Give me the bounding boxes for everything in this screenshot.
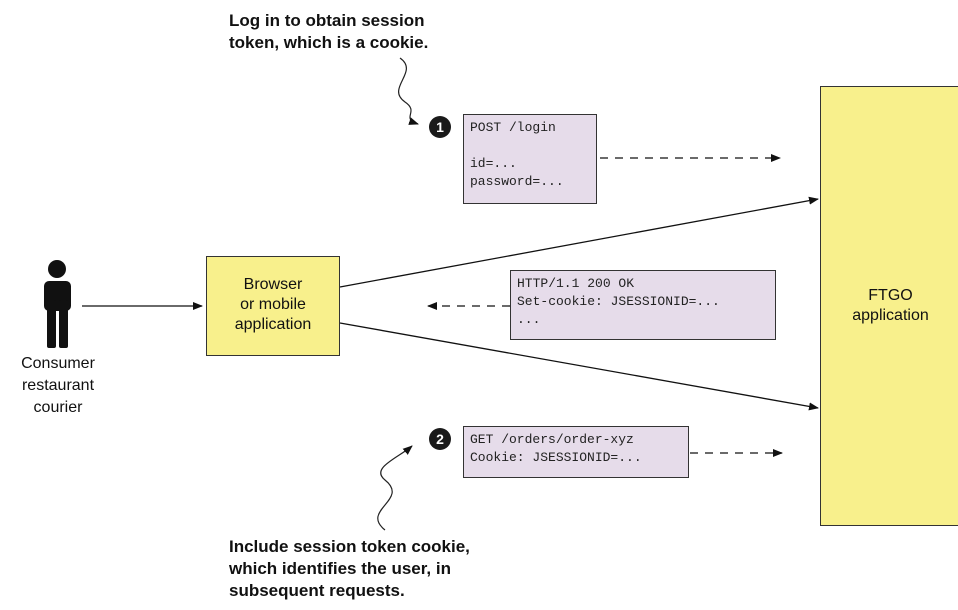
- login-request-arrow: [339, 196, 819, 288]
- server-label-line: FTGO: [868, 287, 913, 304]
- message-line: GET /orders/order-xyz: [470, 432, 634, 447]
- step-badge-2: 2: [429, 428, 451, 450]
- client-label-line: application: [234, 316, 312, 333]
- orders-request-message: GET /orders/order-xyz Cookie: JSESSIONID…: [463, 426, 689, 478]
- message-line: Set-cookie: JSESSIONID=...: [517, 294, 720, 309]
- actor-label-line: courier: [33, 399, 83, 416]
- message-line: id=...: [470, 156, 517, 171]
- ftgo-app-box: FTGO application: [820, 86, 958, 526]
- client-label-line: Browser: [243, 276, 303, 293]
- callout-login: Log in to obtain session token, which is…: [229, 10, 428, 54]
- person-icon: [44, 260, 71, 348]
- callout-line: token, which is a cookie.: [229, 33, 429, 52]
- message-line: ...: [517, 312, 541, 327]
- callout-line: Log in to obtain session: [229, 11, 425, 30]
- message-line: [470, 137, 596, 155]
- callout-line: subsequent requests.: [229, 581, 405, 600]
- callout-connector-top: [398, 57, 419, 125]
- client-label-line: or mobile: [240, 296, 306, 313]
- callout-line: Include session token cookie,: [229, 537, 470, 556]
- client-app-box: Browser or mobile application: [206, 256, 340, 356]
- login-response-message: HTTP/1.1 200 OK Set-cookie: JSESSIONID=.…: [510, 270, 776, 340]
- step-badge-1: 1: [429, 116, 451, 138]
- callout-connector-bottom: [377, 445, 413, 531]
- subsequent-request-arrow: [339, 322, 819, 411]
- message-line: password=...: [470, 174, 564, 189]
- login-request-message: POST /login id=... password=...: [463, 114, 597, 204]
- actor-label-line: restaurant: [21, 377, 95, 394]
- message-line: Cookie: JSESSIONID=...: [470, 450, 642, 465]
- server-label-line: application: [852, 307, 929, 324]
- message-line: HTTP/1.1 200 OK: [517, 276, 635, 291]
- actor-label: Consumer restaurant courier: [0, 353, 116, 419]
- message-line: POST /login: [470, 120, 556, 135]
- actor-label-line: Consumer: [21, 355, 95, 372]
- callout-subsequent: Include session token cookie, which iden…: [229, 536, 470, 602]
- callout-line: which identifies the user, in: [229, 559, 451, 578]
